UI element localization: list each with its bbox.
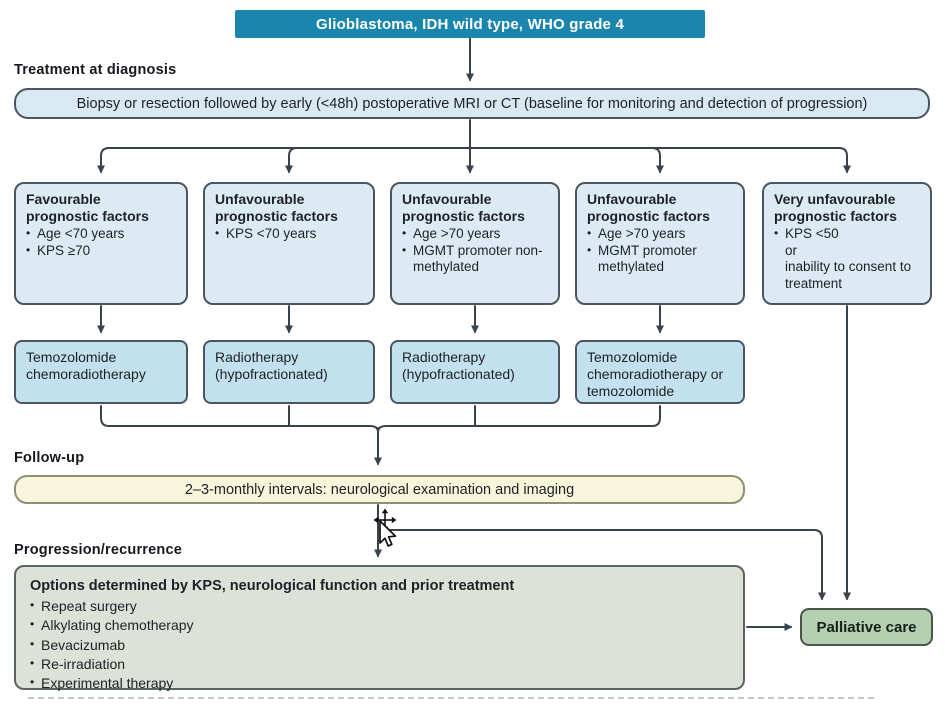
prognostic-box-unfavourable-methylated: Unfavourable prognostic factors Age >70 …	[575, 182, 745, 305]
options-box-title: Options determined by KPS, neurological …	[30, 578, 515, 594]
prognostic-box-title: Unfavourable prognostic factors	[215, 191, 338, 225]
prognostic-continuation-line: inability to consent to treatment	[785, 259, 912, 291]
progression-options-box: Options determined by KPS, neurological …	[14, 565, 745, 693]
follow-up-intervals-box: 2–3-monthly intervals: neurological exam…	[14, 475, 745, 504]
move-cursor-icon	[373, 508, 397, 547]
prognostic-box-favourable: Favourable prognostic factors Age <70 ye…	[14, 182, 188, 305]
prognostic-box-title: Favourable prognostic factors	[26, 191, 149, 225]
options-bullet: Experimental therapy	[30, 674, 733, 693]
options-bullet: Bevacizumab	[30, 636, 733, 655]
section-label-follow-up: Follow-up	[14, 450, 85, 466]
prognostic-box-unfavourable-kps: Unfavourable prognostic factors KPS <70 …	[203, 182, 375, 305]
prognostic-box-title: Unfavourable prognostic factors	[402, 191, 525, 225]
prognostic-bullet: Age <70 years	[26, 226, 180, 242]
biopsy-resection-box: Biopsy or resection followed by early (<…	[14, 88, 930, 119]
options-bullet: Re-irradiation	[30, 655, 733, 674]
prognostic-continuation-line: or	[785, 242, 798, 258]
options-bullet: Alkylating chemotherapy	[30, 616, 733, 635]
treatment-box-temozolomide-or-temozolomide: Temozolomide chemoradiotherapy or temozo…	[575, 340, 745, 404]
treatment-box-radiotherapy-hypofractionated-2: Radiotherapy (hypofractionated)	[390, 340, 560, 404]
section-label-treatment-at-diagnosis: Treatment at diagnosis	[14, 62, 177, 78]
prognostic-bullet: MGMT promoter non-methylated	[402, 243, 552, 276]
palliative-care-box: Palliative care	[800, 608, 933, 646]
prognostic-box-very-unfavourable: Very unfavourable prognostic factors KPS…	[762, 182, 932, 305]
prognostic-box-title: Very unfavourable prognostic factors	[774, 191, 897, 225]
prognostic-bullet: KPS ≥70	[26, 243, 180, 259]
prognostic-box-unfavourable-nonmethylated: Unfavourable prognostic factors Age >70 …	[390, 182, 560, 305]
prognostic-bullet: MGMT promoter methylated	[587, 243, 737, 276]
diagram-title-banner: Glioblastoma, IDH wild type, WHO grade 4	[235, 10, 705, 38]
prognostic-box-title: Unfavourable prognostic factors	[587, 191, 710, 225]
prognostic-bullet: Age >70 years	[587, 226, 737, 242]
options-bullet: Repeat surgery	[30, 597, 733, 616]
prognostic-bullet: Age >70 years	[402, 226, 552, 242]
bottom-dotted-divider	[28, 697, 874, 699]
treatment-box-radiotherapy-hypofractionated-1: Radiotherapy (hypofractionated)	[203, 340, 375, 404]
treatment-box-temozolomide-chemoradiotherapy: Temozolomide chemoradiotherapy	[14, 340, 188, 404]
section-label-progression-recurrence: Progression/recurrence	[14, 542, 182, 558]
prognostic-bullet: KPS <50	[774, 226, 924, 242]
prognostic-bullet: KPS <70 years	[215, 226, 367, 242]
